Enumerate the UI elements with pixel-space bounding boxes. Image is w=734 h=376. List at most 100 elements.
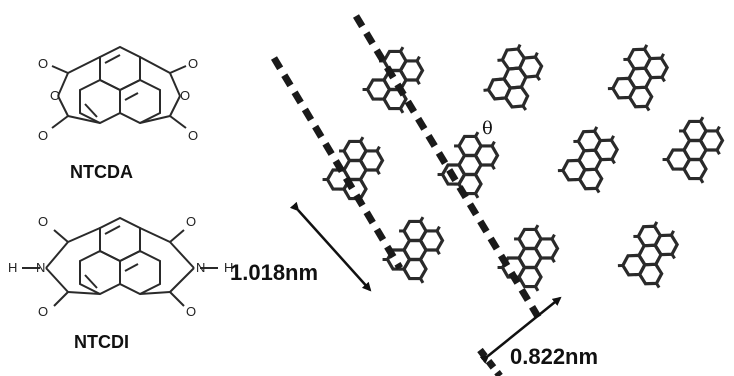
molecule-bond [399, 248, 405, 252]
molecule-bond [659, 53, 665, 59]
molecule-bond [534, 285, 540, 292]
molecule-ring [457, 153, 483, 177]
molecule-bond [518, 62, 524, 69]
molecule [322, 136, 385, 204]
distance-label-short: 0.822nm [510, 344, 598, 369]
molecule-bond [379, 78, 385, 82]
molecule-bond [454, 182, 460, 186]
ntcdi-atom-h-left: H [8, 260, 17, 275]
molecule-bond [379, 97, 385, 101]
molecule-bond [593, 145, 599, 151]
molecule-bond [339, 149, 345, 153]
dimension-arrows [289, 201, 562, 364]
angle-label: θ [482, 118, 493, 139]
ntcdi-atom-o-topright: O [186, 214, 196, 229]
molecule-bond [375, 169, 381, 176]
molecule-bond [534, 266, 540, 273]
molecule-bond [535, 75, 541, 81]
molecule-ring [502, 66, 528, 90]
molecule-bond [520, 86, 526, 92]
molecule-bond [633, 234, 639, 239]
molecule-ring [637, 243, 663, 267]
molecule-bond [362, 88, 368, 92]
molecule-bond [516, 43, 522, 50]
molecule-bond [610, 158, 616, 165]
ntcdi-atom-o-topleft: O [38, 214, 48, 229]
molecule-bond [500, 96, 506, 100]
molecule-bond [550, 257, 556, 264]
molecule-ring [577, 148, 603, 172]
molecule-bond [483, 88, 489, 92]
ntcdi-atom-o-bottomleft: O [38, 304, 48, 319]
molecule-bond [435, 249, 441, 256]
molecule-bond [643, 63, 649, 69]
ntcda-structure [51, 45, 187, 129]
molecule-ring [627, 66, 653, 90]
molecule-bond [498, 77, 505, 81]
molecule-bond [715, 125, 721, 132]
molecule [617, 221, 679, 289]
molecule-bond [623, 57, 629, 62]
molecule-bond [715, 149, 721, 156]
molecule-bond [594, 168, 600, 175]
molecule-bond [474, 131, 480, 138]
molecule-bond [643, 44, 649, 50]
ntcda-atom-o-topleft: O [38, 56, 48, 71]
molecule-bond [533, 51, 539, 58]
molecule-bond [653, 221, 659, 227]
molecule-bond [699, 135, 705, 142]
molecule-bond [399, 229, 405, 233]
distance-label-long: 1.018nm [230, 260, 318, 285]
molecule-bond [595, 187, 601, 194]
molecule-bond [454, 144, 460, 148]
molecule-bond [474, 192, 480, 199]
molecule-bond [634, 272, 640, 277]
molecule-lattice [322, 43, 725, 292]
ntcda-atom-o-bottomright: O [188, 128, 198, 143]
molecule-bond [382, 258, 388, 262]
molecule-bond [699, 177, 705, 184]
molecule [382, 216, 445, 284]
molecule-bond [699, 116, 705, 123]
molecule-bond [660, 76, 666, 83]
lattice-guides [270, 14, 543, 376]
molecule-bond [609, 135, 615, 141]
lattice-guide-left [270, 56, 404, 270]
molecule-bond [339, 187, 345, 191]
ntcda-atom-o-ring-right: O [180, 88, 190, 103]
molecule-bond [557, 168, 563, 173]
ntcdi-atom-n-right: N [196, 260, 205, 275]
molecule-bond [624, 95, 630, 100]
ntcdi-label: NTCDI [74, 332, 129, 352]
molecule-bond [655, 282, 661, 289]
molecule-bond [679, 148, 685, 152]
ntcdi-atom-n-left: N [36, 260, 45, 275]
molecule-bond [419, 258, 425, 265]
molecule-bond [399, 267, 405, 271]
molecule [607, 44, 669, 112]
molecule-bond [359, 178, 365, 185]
molecule-bond [497, 58, 503, 62]
molecule-bond [415, 79, 421, 86]
molecule-bond [653, 240, 659, 246]
ntcda-atom-o-ring-left: O [50, 88, 60, 103]
ntcda-atom-o-topright: O [188, 56, 198, 71]
molecule-bond [679, 129, 685, 133]
molecule-ring [402, 238, 428, 262]
molecule-bond [607, 86, 613, 91]
molecule-bond [574, 177, 580, 182]
molecule-bond [514, 256, 520, 260]
molecule-bond [669, 230, 675, 236]
molecule-bond [399, 107, 405, 114]
molecule-bond [474, 150, 480, 157]
ntcda-label: NTCDA [70, 162, 133, 182]
molecule [497, 224, 560, 292]
molecule-bond [679, 167, 685, 171]
molecule-bond [699, 158, 705, 165]
molecule-bond [419, 216, 425, 223]
molecule-bond [624, 76, 630, 81]
molecule-bond [574, 158, 580, 163]
molecule-bond [359, 136, 365, 143]
molecule-bond [644, 86, 650, 93]
molecule [362, 46, 425, 114]
